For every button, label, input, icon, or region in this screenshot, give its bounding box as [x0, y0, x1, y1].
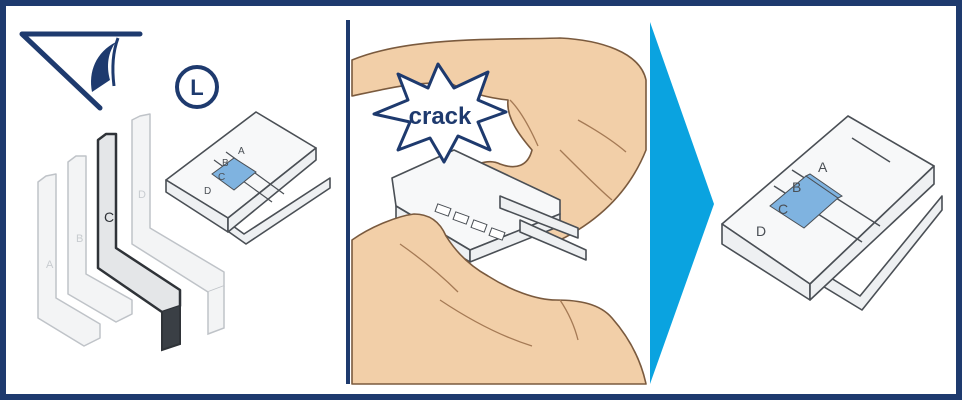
- clip-assembly-result: C B A D: [722, 116, 942, 310]
- crack-label: crack: [409, 103, 472, 130]
- result-clip-letter-d: D: [756, 223, 766, 239]
- small-clip-letter-d: D: [204, 186, 211, 197]
- bracket-label-b: B: [76, 233, 83, 245]
- next-step-arrow-icon: [650, 22, 714, 384]
- result-clip-letter-b: B: [792, 179, 801, 195]
- bracket-label-d: D: [138, 189, 146, 201]
- result-clip-letter-a: A: [818, 159, 828, 175]
- side-badge-label: L: [190, 75, 203, 100]
- side-badge-icon: L: [177, 67, 217, 107]
- result-clip-letter-c: C: [778, 201, 788, 217]
- clip-assembly-small: C B A D: [166, 112, 330, 244]
- bracket-label-a: A: [46, 259, 54, 271]
- view-angle-icon: [22, 34, 140, 108]
- small-clip-letter-b: B: [222, 158, 229, 169]
- bracket-label-c: C: [104, 209, 114, 225]
- small-clip-letter-a: A: [238, 146, 245, 157]
- small-clip-letter-c: C: [218, 172, 225, 183]
